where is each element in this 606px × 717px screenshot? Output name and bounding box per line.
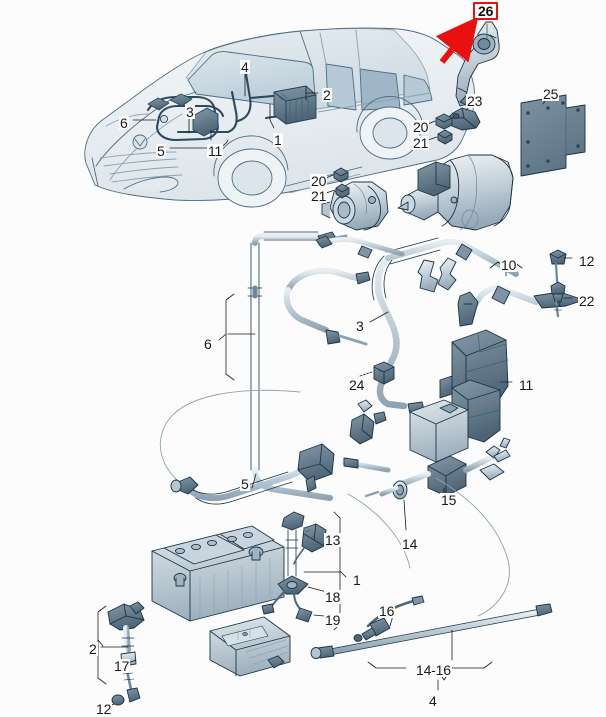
callout-label-17: 17 — [113, 658, 131, 674]
callout-label-15: 15 — [440, 492, 458, 508]
callout-label-19: 19 — [324, 612, 342, 628]
callout-label-12: 12 — [95, 701, 113, 717]
callout-label-6: 6 — [203, 336, 213, 352]
callout-label-1: 1 — [352, 572, 362, 588]
callout-label-4: 4 — [240, 59, 250, 75]
callout-label-21: 21 — [412, 135, 430, 151]
part-3-positive-harness — [371, 237, 519, 415]
part-14-16-long-cable — [310, 603, 553, 661]
callout-label-11: 11 — [518, 377, 535, 393]
callout-label-5: 5 — [156, 143, 166, 159]
callout-label-16: 16 — [378, 603, 396, 619]
part-20-21-lower — [333, 167, 350, 199]
part-24-grommet — [373, 361, 395, 385]
callout-label-3: 3 — [355, 318, 365, 334]
callout-label-25: 25 — [542, 86, 560, 102]
battery — [151, 525, 285, 622]
relay-box — [409, 399, 469, 463]
callout-label-22: 22 — [578, 293, 596, 309]
part-5-main-cable — [159, 389, 391, 505]
callout-label-2: 2 — [322, 87, 332, 103]
part-13-18-19-sensor — [261, 511, 327, 623]
callout-label-10: 10 — [500, 257, 518, 273]
part-15-connector — [427, 437, 511, 497]
callout-label-5: 5 — [240, 476, 250, 492]
callout-label-21: 21 — [310, 188, 328, 204]
callout-label-1: 1 — [273, 132, 283, 148]
callout-label-2: 2 — [88, 641, 98, 657]
part-12-nut-right — [549, 249, 567, 298]
part-25-mounting-plate — [520, 94, 586, 177]
callout-label-20: 20 — [412, 119, 430, 135]
ground-cover-plate — [209, 616, 291, 677]
callout-label-23: 23 — [466, 93, 484, 109]
vehicle-illustration — [84, 27, 475, 208]
part-22-bolt — [550, 281, 566, 318]
callout-label-26: 26 — [473, 2, 499, 20]
part-2-17-12-ground-bolt — [107, 601, 145, 706]
callout-label-13: 13 — [324, 532, 342, 548]
part-14-boot — [364, 471, 431, 500]
callout-label-18: 18 — [324, 589, 342, 605]
highlight-arrow — [435, 16, 479, 64]
part-16-cable-tie — [353, 595, 425, 642]
callout-label-24: 24 — [348, 377, 366, 393]
part-20-21-upper — [435, 113, 453, 145]
callout-label-4: 4 — [428, 693, 438, 709]
callout-label-11: 11 — [207, 143, 224, 159]
alternator — [321, 181, 389, 231]
callout-label-12: 12 — [578, 253, 596, 269]
callout-label-14-16: 14-16 — [415, 662, 452, 678]
callout-label-14: 14 — [401, 536, 419, 552]
callout-label-20: 20 — [310, 173, 328, 189]
part-10-ground-cable — [457, 285, 585, 327]
callout-label-3: 3 — [185, 104, 195, 120]
starter-motor — [397, 154, 514, 231]
callout-label-6: 6 — [119, 115, 129, 131]
